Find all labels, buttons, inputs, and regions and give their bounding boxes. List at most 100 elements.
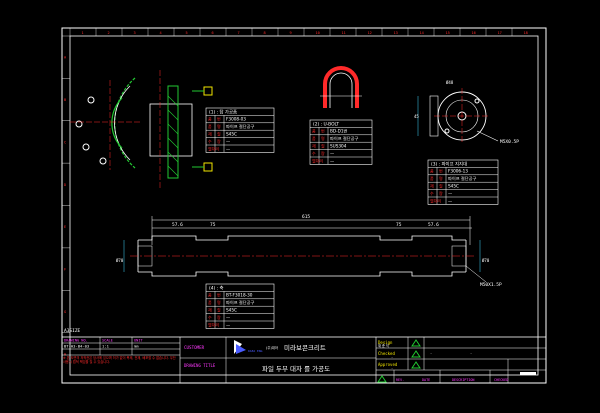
ruler-left-label: H (64, 352, 66, 356)
part-table-value: SUS304 (330, 144, 347, 149)
ruler-top-label: 11 (342, 31, 346, 35)
dim-dia-left: Ø70 (116, 258, 124, 263)
part-table-value: 파이프 절단공구 (226, 299, 254, 306)
part-table-key: 품 (312, 129, 316, 134)
tb-checked-label: Checked (378, 351, 395, 356)
part-table-title: (2) : U-BOLT (313, 121, 339, 127)
part-table-key: 질 (217, 131, 221, 137)
thread-note-shaft: M50X1.5P (480, 282, 502, 288)
part-table-title: (1) : 탑 가공품 (209, 108, 237, 115)
part-table-value: 파이프 절단공구 (226, 123, 254, 130)
flange-wheel-view (70, 77, 140, 170)
ruler-top-label: 8 (264, 31, 266, 35)
disc-dim-top: Ø48 (446, 80, 454, 85)
part-table-key: 품 (430, 169, 434, 174)
part-table-key: 번 (321, 128, 325, 134)
part-table-value: BT-F3018-30 (226, 293, 253, 298)
tb-design-label: Design (378, 340, 393, 345)
disc-dim: 45 (414, 114, 419, 119)
tb-checked-value: - (391, 355, 393, 359)
tb-approved-value: - (391, 366, 393, 370)
ruler-top-label: 18 (524, 31, 528, 35)
tb-notes: ※ 본 도면의 저작권은 당사에 있으며 허가 없이 복제, 전재, 배포할 수… (63, 356, 176, 364)
dim-dia-right: Ø70 (482, 258, 490, 263)
ruler-top-label: 3 (134, 31, 136, 35)
rev-triangle-icons (377, 339, 421, 383)
tb-rev-dash-2: - (470, 351, 472, 355)
part-table-key: 품 (208, 124, 212, 129)
part-table-value: S45C (226, 132, 237, 137)
part-table-key: 명 (217, 299, 221, 305)
part-table-key: 번 (217, 292, 221, 298)
part-table-value: — (330, 158, 334, 163)
tb-rev-hdr-desc: DESCRIPTION (452, 378, 474, 382)
part-table-key: 품 (312, 136, 316, 141)
part-table-value: — (330, 151, 334, 156)
part-table-value: — (226, 146, 230, 151)
part-table-value: — (226, 315, 230, 320)
part-table-value: — (226, 322, 230, 327)
part-table-key: 품 (208, 293, 212, 298)
support-disc-view: 45 Ø48 (414, 80, 499, 144)
tb-design-value: 재 준 익 (378, 343, 389, 348)
dim-overall: 615 (302, 214, 310, 220)
part-table-key: 질 (439, 183, 443, 189)
part-table-key: 질 (321, 143, 325, 149)
dim-4: 57.6 (428, 222, 439, 228)
tb-notes-wrap: ※ 본 도면의 저작권은 당사에 있으며 허가 없이 복제, 전재, 배포할 수… (63, 356, 176, 364)
part-table-value: 파이프 절단공구 (330, 135, 358, 142)
dim-3: 75 (396, 222, 402, 228)
company-logo-icon (234, 340, 246, 354)
part-table-key: 재 (430, 183, 434, 189)
part-table-key: 열처리 (208, 145, 219, 151)
ruler-top-label: 9 (290, 31, 292, 35)
part-table-key: 열처리 (312, 157, 323, 163)
part-table-value: F3008-03 (226, 117, 246, 122)
tb-drawing-title: 파일 두부 대자 를 가공도 (262, 364, 330, 373)
ruler-top-label: 4 (160, 31, 162, 35)
sheet-border-outer (61, 27, 547, 384)
ruler-top-label: 13 (394, 31, 398, 35)
ruler-left-label: B (64, 98, 66, 102)
ruler-top-label: 7 (238, 31, 240, 35)
ruler-left-label: A (64, 56, 67, 60)
shaft-view (123, 216, 487, 283)
part-table-value: — (448, 198, 452, 203)
part-table-key: 명 (439, 175, 443, 181)
tb-scale: 1:1 (102, 344, 110, 349)
u-bolt-view (320, 66, 362, 108)
ruler-left-label: G (64, 310, 66, 314)
dim-2: 75 (210, 222, 216, 228)
part-table-key: 명 (321, 135, 325, 141)
part-table-key: 명 (217, 123, 221, 129)
ruler-top-label: 12 (368, 31, 372, 35)
flange-section-view (149, 70, 213, 190)
part-table-key: 수 (312, 150, 316, 156)
ruler-top-label: 2 (108, 31, 110, 35)
tb-customer-label: CUSTOMER (184, 345, 205, 350)
part-table-value: — (226, 139, 230, 144)
ruler-top-label: 6 (212, 31, 214, 35)
sheet-size-label: A3SIZE (64, 328, 81, 334)
title-block (61, 336, 547, 384)
part-table-key: 량 (321, 150, 325, 156)
ruler-top-label: 17 (498, 31, 502, 35)
tb-approved-label: Approved (378, 362, 398, 367)
part-table-key: 열처리 (208, 321, 219, 327)
tb-hdr-unit: UNIT (134, 339, 143, 343)
ruler-top-label: 10 (316, 31, 320, 35)
part-table-key: 품 (208, 300, 212, 305)
part-table-value: 파이프 절단공구 (448, 175, 476, 182)
part-table-key: 번 (217, 116, 221, 122)
ruler-top-label: 1 (82, 31, 84, 35)
ruler-left-label: C (64, 140, 66, 144)
tb-brand: DAEA ENG (248, 349, 263, 353)
thread-note-circle: M5X0.5P (500, 139, 519, 145)
tb-drawing-no: BT-H3-B4-03 (64, 344, 89, 349)
tb-rev-dash-1: - (430, 351, 432, 355)
